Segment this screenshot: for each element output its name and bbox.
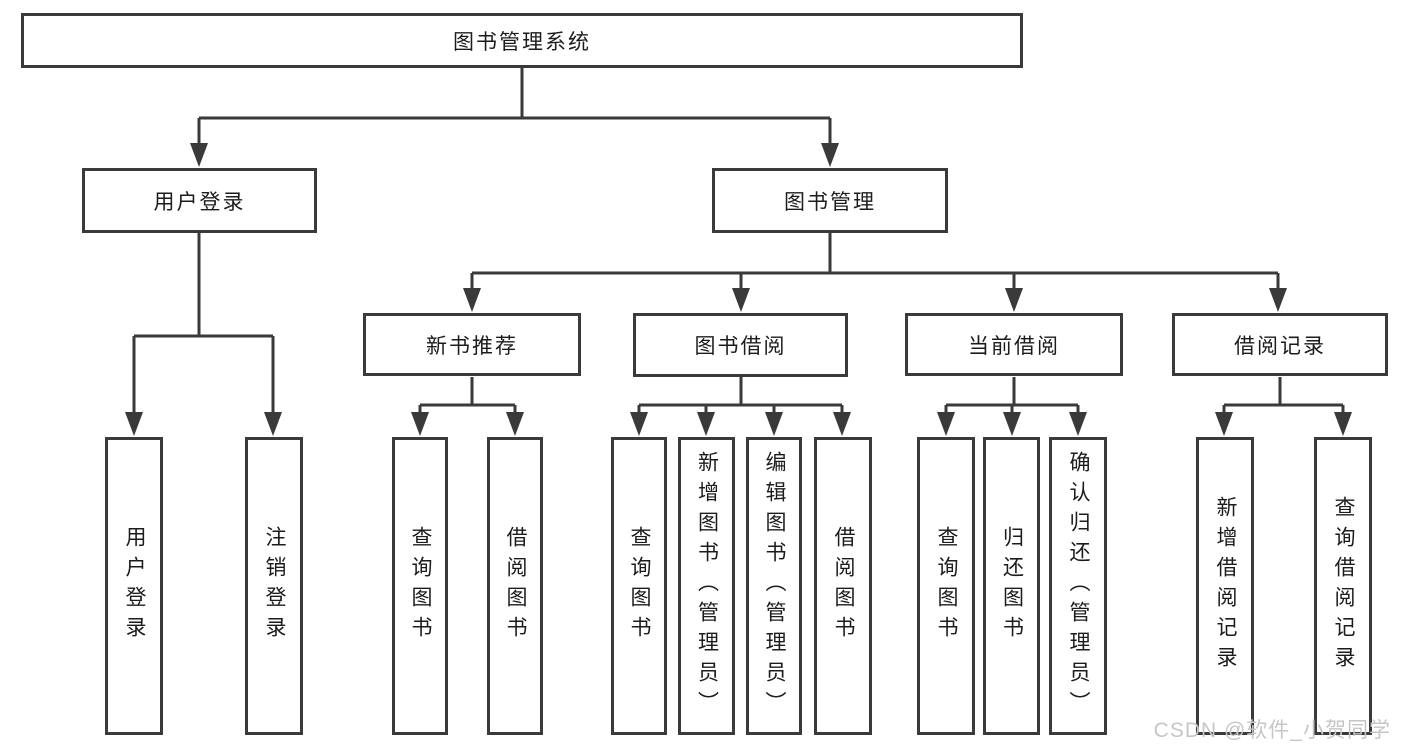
arrow-down-icon — [506, 412, 524, 436]
leaf-borrow-books: 借阅图书 — [814, 437, 872, 735]
arrow-down-icon — [833, 412, 851, 436]
leaf-user-login-label: 用户登录 — [123, 526, 146, 646]
leaf-query-borrow-record-label: 查询借阅记录 — [1332, 496, 1355, 676]
node-current-borrow: 当前借阅 — [905, 313, 1123, 376]
node-user-login: 用户登录 — [82, 168, 317, 233]
node-current-borrow-label: 当前借阅 — [968, 334, 1060, 358]
arrow-down-icon — [697, 412, 715, 436]
node-book-management-label: 图书管理 — [784, 190, 876, 214]
leaf-borrow-books-label: 借阅图书 — [832, 526, 855, 646]
arrow-down-icon — [630, 412, 648, 436]
leaf-query-books-current-label: 查询图书 — [935, 526, 958, 646]
node-user-login-label: 用户登录 — [153, 190, 246, 214]
arrow-down-icon — [1005, 288, 1023, 312]
leaf-borrow-books-recommend: 借阅图书 — [487, 437, 543, 735]
arrow-down-icon — [190, 143, 208, 167]
arrow-down-icon — [821, 143, 839, 167]
leaf-add-books-admin: 新增图书（管理员） — [678, 437, 735, 735]
leaf-confirm-return-admin-label: 确认归还（管理员） — [1067, 451, 1090, 721]
leaf-add-borrow-record: 新增借阅记录 — [1196, 437, 1254, 735]
node-root-label: 图书管理系统 — [453, 30, 591, 54]
leaf-add-borrow-record-label: 新增借阅记录 — [1214, 496, 1237, 676]
arrow-down-icon — [1003, 412, 1021, 436]
leaf-query-books-current: 查询图书 — [917, 437, 975, 735]
watermark: CSDN @软件_小贺同学 — [1153, 719, 1391, 742]
arrow-down-icon — [937, 412, 955, 436]
node-borrow-record-label: 借阅记录 — [1234, 334, 1326, 358]
arrow-down-icon — [765, 412, 783, 436]
arrow-down-icon — [1334, 412, 1352, 436]
leaf-query-books-recommend: 查询图书 — [392, 437, 448, 735]
leaf-query-borrow-record: 查询借阅记录 — [1314, 437, 1372, 735]
leaf-edit-books-admin-label: 编辑图书（管理员） — [763, 451, 786, 721]
connector-path — [132, 68, 1345, 418]
leaf-return-books-label: 归还图书 — [1000, 526, 1024, 646]
node-new-book-recommend: 新书推荐 — [363, 313, 581, 376]
node-root: 图书管理系统 — [21, 13, 1023, 68]
leaf-user-login: 用户登录 — [105, 437, 163, 735]
node-book-borrow-label: 图书借阅 — [694, 335, 787, 358]
arrow-down-icon — [125, 412, 143, 436]
arrow-down-icon — [1069, 412, 1087, 436]
node-new-book-recommend-label: 新书推荐 — [426, 334, 518, 358]
leaf-confirm-return-admin: 确认归还（管理员） — [1049, 437, 1107, 735]
leaf-query-books-recommend-label: 查询图书 — [409, 526, 432, 646]
arrow-down-icon — [1269, 288, 1287, 312]
arrow-down-icon — [411, 412, 429, 436]
node-book-management: 图书管理 — [712, 168, 948, 233]
leaf-logout: 注销登录 — [245, 437, 303, 735]
node-book-borrow: 图书借阅 — [633, 313, 848, 377]
arrow-down-icon — [1215, 412, 1233, 436]
leaf-query-books-borrow: 查询图书 — [611, 437, 667, 735]
node-borrow-record: 借阅记录 — [1172, 313, 1388, 376]
arrow-down-icon — [264, 412, 282, 436]
leaf-logout-label: 注销登录 — [263, 526, 286, 646]
arrow-down-icon — [463, 288, 481, 312]
leaf-borrow-books-recommend-label: 借阅图书 — [504, 526, 527, 646]
leaf-edit-books-admin: 编辑图书（管理员） — [746, 437, 802, 735]
leaf-add-books-admin-label: 新增图书（管理员） — [695, 451, 719, 721]
leaf-query-books-borrow-label: 查询图书 — [628, 526, 651, 646]
arrow-down-icon — [732, 288, 750, 312]
leaf-return-books: 归还图书 — [983, 437, 1040, 735]
